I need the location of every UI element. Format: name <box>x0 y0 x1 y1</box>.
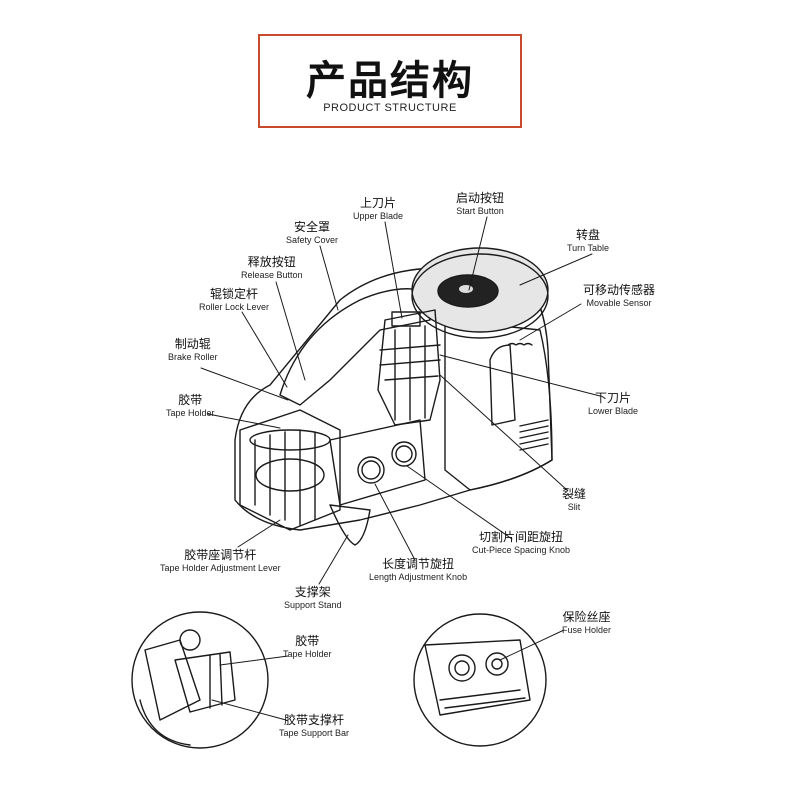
turntable-rim <box>411 253 549 339</box>
detail-circle-left <box>131 611 269 749</box>
label-start-button: 启动按钮 Start Button <box>456 191 505 216</box>
label-fuse-holder: 保险丝座 Fuse Holder <box>562 610 612 635</box>
page-subtitle: PRODUCT STRUCTURE <box>323 102 457 114</box>
label-slit: 裂缝 Slit <box>562 487 587 512</box>
page-title: 产品结构 <box>306 58 474 104</box>
rear-window <box>489 344 516 426</box>
safety-cover <box>279 288 431 406</box>
rear-housing <box>444 319 553 491</box>
spacing-knob-shape <box>391 441 417 467</box>
label-detail-tape-holder: 胶带 Tape Holder <box>283 634 332 659</box>
label-tape-support-bar: 胶带支撑杆 Tape Support Bar <box>279 713 350 738</box>
label-tape-holder: 胶带 Tape Holder <box>166 393 215 418</box>
title-frame: 产品结构 PRODUCT STRUCTURE <box>258 34 522 128</box>
label-length-adjustment-knob: 长度调节旋扭 Length Adjustment Knob <box>369 557 468 582</box>
label-brake-roller: 制动辊 Brake Roller <box>168 337 218 362</box>
label-tape-holder-adjustment-lever: 胶带座调节杆 Tape Holder Adjustment Lever <box>160 548 281 573</box>
sensor-knobs <box>507 342 533 346</box>
label-upper-blade: 上刀片 Upper Blade <box>353 196 404 221</box>
vent-slots <box>519 419 549 451</box>
label-support-stand: 支撑架 Support Stand <box>284 585 342 610</box>
label-safety-cover: 安全罩 Safety Cover <box>286 220 339 245</box>
label-roller-lock-lever: 辊锁定杆 Roller Lock Lever <box>199 287 270 312</box>
label-cut-piece-spacing-knob: 切割片间距旋扭 Cut-Piece Spacing Knob <box>472 530 571 555</box>
length-knob-shape <box>357 456 385 484</box>
label-lower-blade: 下刀片 Lower Blade <box>588 391 639 416</box>
tape-holder-cage <box>239 409 341 531</box>
detail-left-parts <box>139 629 236 746</box>
label-release-button: 释放按钮 Release Button <box>241 255 303 280</box>
support-stand-shape <box>329 504 371 546</box>
detail-right-parts <box>424 639 531 716</box>
leader-lines <box>200 216 601 721</box>
label-turn-table: 转盘 Turn Table <box>567 228 610 253</box>
detail-circle-right <box>413 613 547 747</box>
label-movable-sensor: 可移动传感器 Movable Sensor <box>583 283 656 308</box>
control-panel <box>329 419 426 506</box>
cutter-mechanism <box>377 309 441 426</box>
